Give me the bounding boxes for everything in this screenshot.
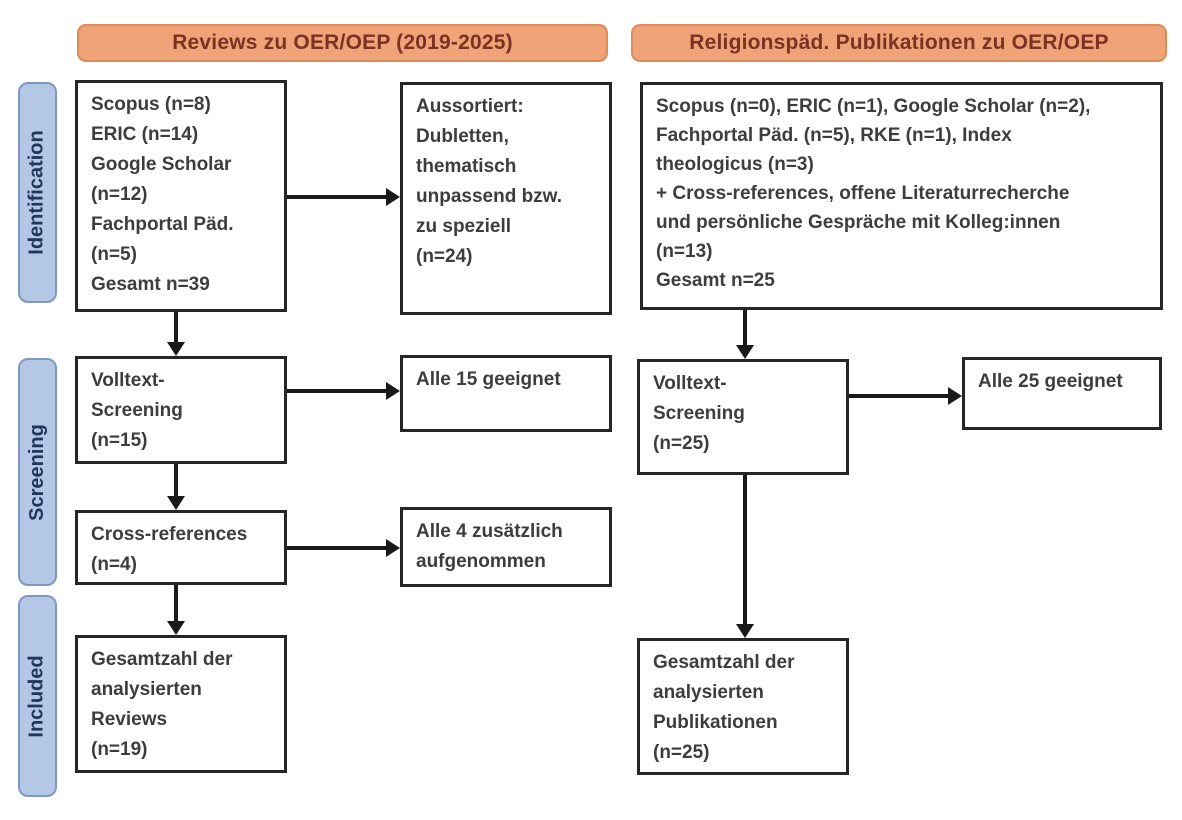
arrow-right-sources-to-fulltext — [736, 310, 754, 359]
box-right-fulltext-screening-text: Volltext-Screening(n=25) — [653, 373, 745, 454]
box-left-crossref: Cross-references(n=4) — [75, 510, 287, 585]
stage-label-screening-text: Screening — [26, 423, 49, 521]
column-header-left: Reviews zu OER/OEP (2019-2025) — [77, 24, 608, 62]
box-right-sources: Scopus (n=0), ERIC (n=1), Google Scholar… — [640, 82, 1163, 310]
box-left-fulltext-result: Alle 15 geeignet — [400, 355, 612, 432]
arrow-right-fulltext-to-included — [736, 475, 754, 638]
stage-label-identification: Identification — [18, 82, 57, 303]
stage-label-screening: Screening — [18, 358, 57, 586]
arrow-left-crossref-to-included — [167, 585, 185, 635]
box-right-fulltext-result: Alle 25 geeignet — [962, 357, 1162, 430]
stage-label-included-text: Included — [26, 654, 49, 738]
arrow-left-fulltext-to-crossref — [167, 464, 185, 510]
box-left-fulltext-screening: Volltext-Screening(n=15) — [75, 356, 287, 464]
arrow-left-sources-to-excluded — [287, 188, 400, 206]
box-left-fulltext-screening-text: Volltext-Screening(n=15) — [91, 370, 183, 451]
column-header-right: Religionspäd. Publikationen zu OER/OEP — [631, 24, 1167, 62]
box-left-fulltext-result-text: Alle 15 geeignet — [416, 369, 561, 390]
box-left-crossref-text: Cross-references(n=4) — [91, 524, 248, 575]
box-right-fulltext-result-text: Alle 25 geeignet — [978, 371, 1123, 392]
stage-label-identification-text: Identification — [26, 130, 49, 255]
arrow-left-crossref-to-result — [287, 539, 400, 557]
box-left-sources: Scopus (n=8)ERIC (n=14)Google Scholar(n=… — [75, 80, 287, 312]
arrow-left-fulltext-to-result — [287, 382, 400, 400]
box-right-fulltext-screening: Volltext-Screening(n=25) — [637, 359, 849, 475]
stage-label-included: Included — [18, 595, 57, 797]
arrow-left-sources-to-fulltext — [167, 312, 185, 356]
box-left-sources-text: Scopus (n=8)ERIC (n=14)Google Scholar(n=… — [91, 94, 234, 295]
arrow-right-fulltext-to-result — [849, 387, 962, 405]
box-right-sources-text: Scopus (n=0), ERIC (n=1), Google Scholar… — [656, 96, 1091, 291]
